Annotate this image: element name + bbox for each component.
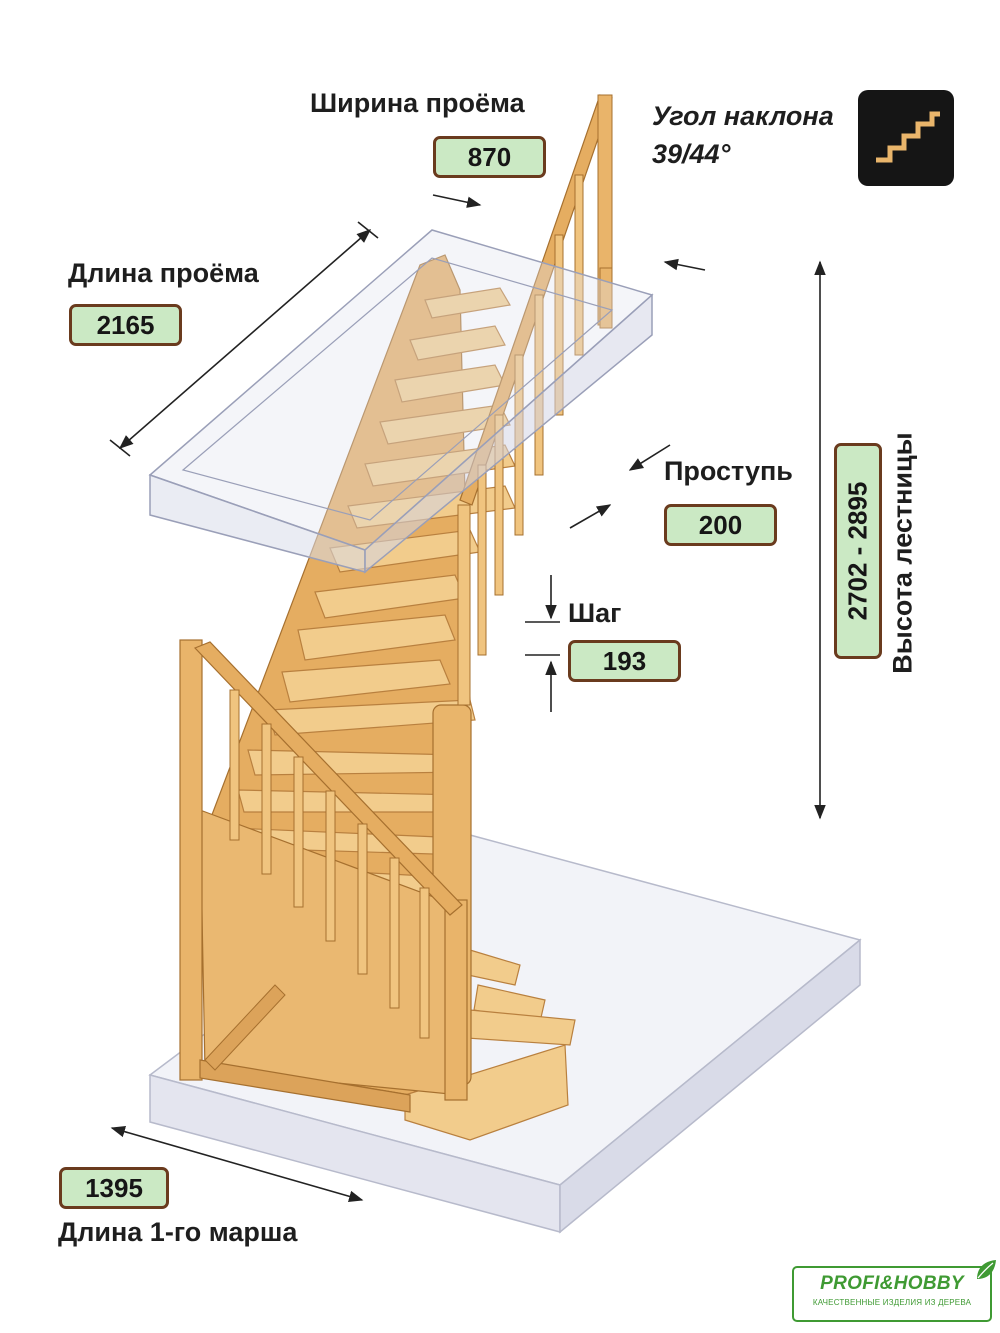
- tread-badge: 200: [664, 504, 777, 546]
- first-flight-dimension: [110, 1126, 364, 1202]
- angle-value-label: 39/44°: [652, 139, 731, 169]
- logo-brand: PROFI&HOBBY: [820, 1273, 964, 1294]
- stair-height-label: Высота лестницы: [887, 432, 918, 674]
- opening-length-dimension: [118, 229, 372, 449]
- stair-height-value: 2702 - 2895: [842, 481, 873, 621]
- tread-dimension: [628, 444, 671, 471]
- opening-width-badge: 870: [433, 136, 546, 178]
- opening-length-badge: 2165: [69, 304, 182, 346]
- logo-tagline: КАЧЕСТВЕННЫЕ ИЗДЕЛИЯ ИЗ ДЕРЕВА: [812, 1298, 972, 1307]
- opening-width-label: Ширина проёма: [310, 88, 525, 118]
- brand-logo: PROFI&HOBBY КАЧЕСТВЕННЫЕ ИЗДЕЛИЯ ИЗ ДЕРЕ…: [792, 1260, 996, 1322]
- stair-height-badge: 2702 - 2895: [834, 443, 882, 659]
- staircase: [179, 94, 613, 1141]
- lower-balusters: [229, 689, 430, 1039]
- first-flight-badge: 1395: [59, 1167, 169, 1209]
- upper-flight-treads: [281, 287, 516, 703]
- opening-width-dimension: [432, 194, 482, 208]
- first-flight-label: Длина 1-го марша: [58, 1217, 298, 1247]
- tread-label: Проступь: [664, 456, 793, 486]
- ceiling-opening: [148, 229, 654, 574]
- step-badge: 193: [568, 640, 681, 682]
- leaf-icon: [977, 1260, 996, 1279]
- step-label: Шаг: [568, 598, 622, 628]
- dimension-lines: [109, 194, 826, 1202]
- stairs-icon: [858, 90, 954, 186]
- angle-title-label: Угол наклона: [652, 101, 834, 131]
- opening-length-label: Длина проёма: [68, 258, 259, 288]
